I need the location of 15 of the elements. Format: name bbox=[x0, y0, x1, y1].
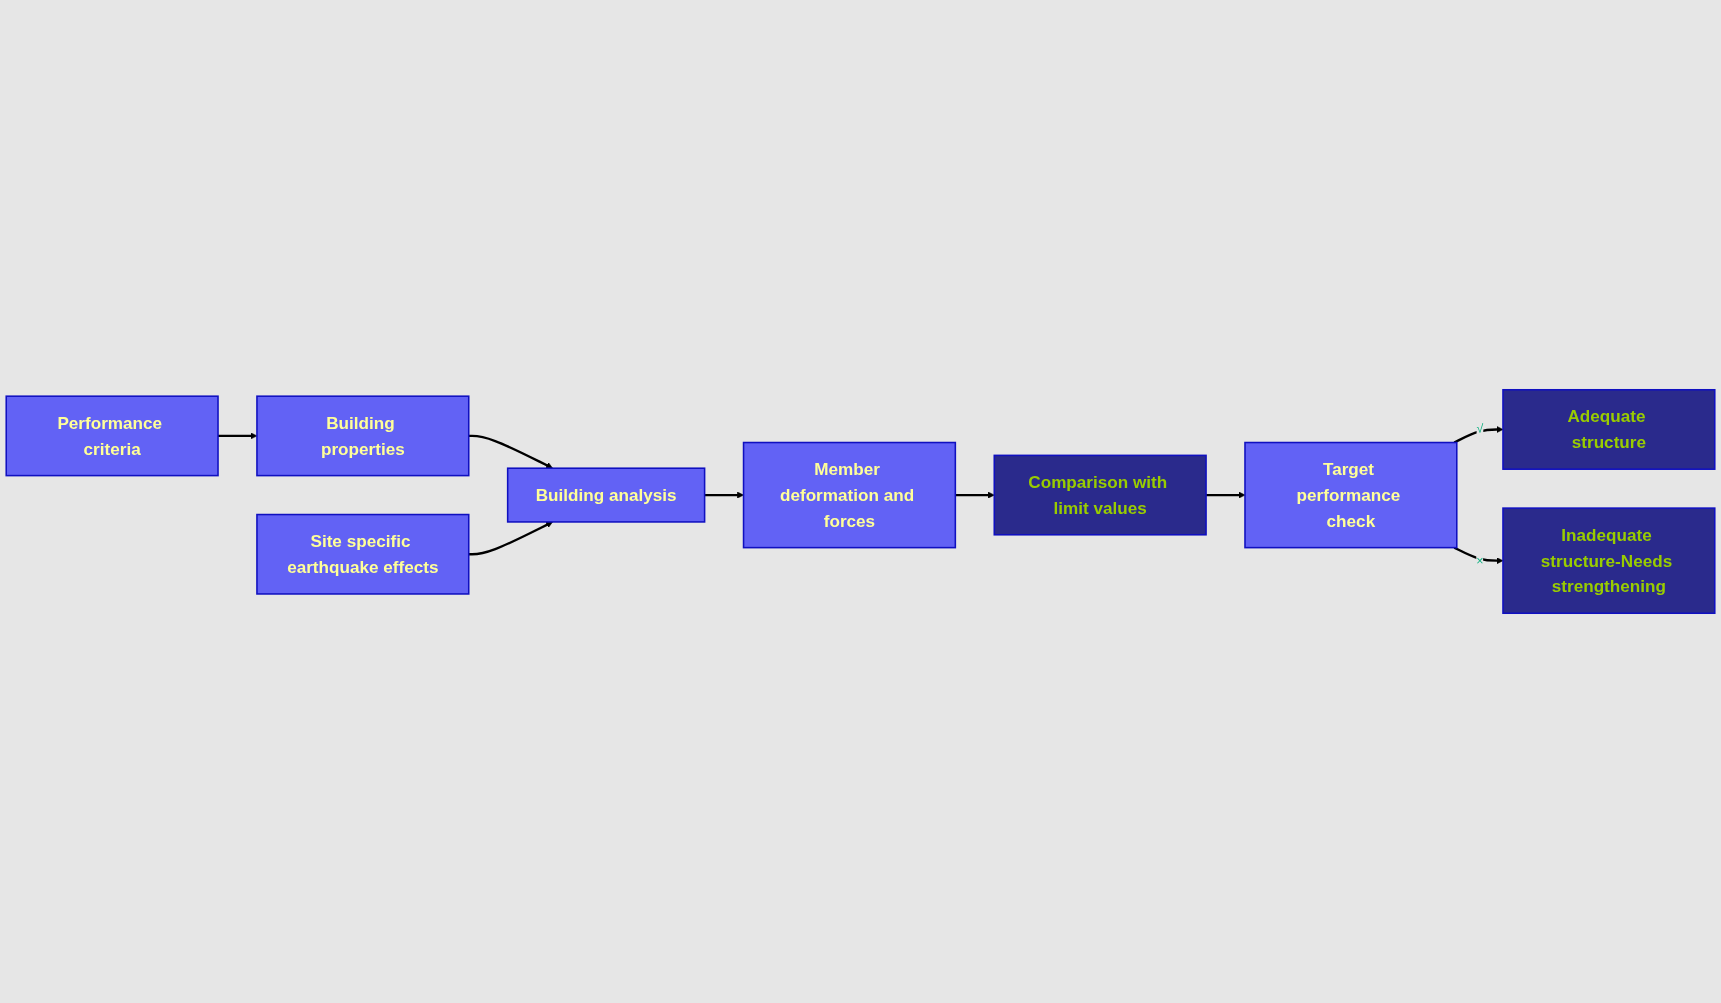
node-box: Performance criteria bbox=[5, 395, 219, 477]
node-box: Building properties bbox=[256, 395, 470, 477]
arrow bbox=[955, 491, 995, 499]
arrow bbox=[468, 434, 553, 469]
node-box: Inadequate structure-Needs strengthening bbox=[1502, 507, 1716, 614]
node-box: Member deformation and forces bbox=[742, 441, 957, 549]
node-box: Building analysis bbox=[506, 467, 706, 523]
node-box: Target performance check bbox=[1244, 441, 1458, 549]
node-box: Comparison with limit values bbox=[993, 454, 1207, 536]
arrow bbox=[704, 491, 744, 499]
node-box: Site specific earthquake effects bbox=[256, 513, 470, 595]
edge-label: × bbox=[1476, 553, 1484, 567]
node-box: Adequate structure bbox=[1502, 389, 1716, 470]
edge-label: √ bbox=[1476, 422, 1484, 436]
arrow bbox=[468, 521, 553, 556]
